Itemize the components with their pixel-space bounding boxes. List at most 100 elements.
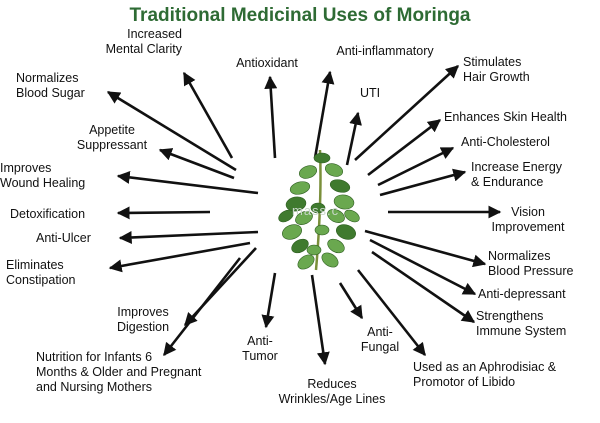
arrow-anti-fungal xyxy=(338,282,364,320)
leaflet xyxy=(327,209,345,223)
leaflet xyxy=(298,165,318,179)
label-line: Increase Energy xyxy=(471,160,563,174)
label-line: Months & Older and Pregnant xyxy=(36,365,202,379)
label-anti-tumor: Anti-Tumor xyxy=(230,334,290,364)
label-line: Immune System xyxy=(476,324,567,338)
moringa-leaf-icon xyxy=(278,149,360,271)
leaflet xyxy=(310,202,326,214)
label-line: Digestion xyxy=(116,320,170,334)
arrow-nutrition xyxy=(162,257,242,357)
arrow-hair-growth xyxy=(354,65,459,161)
arrow-energy xyxy=(379,168,467,197)
arrow-anti-ulcer xyxy=(118,230,259,244)
leaflet xyxy=(314,224,330,236)
label-anti-inflammatory: Anti-inflammatory xyxy=(320,44,450,59)
label-aphrodisiac: Used as an Aphrodisiac &Promotor of Libi… xyxy=(413,360,593,390)
arrow-uti xyxy=(345,111,362,166)
leaflet xyxy=(291,238,309,254)
label-energy: Increase Energy& Endurance xyxy=(471,160,581,190)
label-line: and Nursing Mothers xyxy=(36,380,153,394)
label-line: Anti- xyxy=(367,325,393,339)
label-line: Anti-Ulcer xyxy=(36,231,91,245)
label-line: Used as an Aphrodisiac & xyxy=(413,360,557,374)
label-line: Normalizes xyxy=(16,71,79,85)
label-line: Vision xyxy=(511,205,545,219)
leaflet xyxy=(285,196,307,212)
arrow-anti-inflammatory xyxy=(313,70,335,159)
label-line: Improvement xyxy=(491,220,565,234)
label-line: Tumor xyxy=(242,349,278,363)
label-line: Anti-depressant xyxy=(478,287,566,301)
label-detoxification: Detoxification xyxy=(10,207,110,222)
leaflet xyxy=(297,254,315,270)
arrow-skin-health xyxy=(367,118,442,177)
arrow-mental-clarity xyxy=(182,71,234,159)
label-line: Promotor of Libido xyxy=(413,375,516,389)
label-line: Increased xyxy=(127,27,182,41)
label-line: Improves xyxy=(117,305,169,319)
arrow-antioxidant xyxy=(264,75,278,159)
label-line: UTI xyxy=(360,86,381,100)
leaflet xyxy=(344,209,360,223)
arrow-constipation xyxy=(108,241,251,273)
arrow-detoxification xyxy=(116,206,211,220)
leaflet xyxy=(295,211,313,225)
label-line: Anti-Cholesterol xyxy=(461,135,550,149)
label-anti-fungal: Anti-Fungal xyxy=(345,325,415,355)
leaflet xyxy=(282,224,302,240)
label-skin-health: Enhances Skin Health xyxy=(444,110,594,125)
leaflet xyxy=(313,152,331,164)
label-line: Suppressant xyxy=(76,138,148,152)
label-antioxidant: Antioxidant xyxy=(222,56,312,71)
label-line: Wound Healing xyxy=(0,176,86,190)
diagram-title: Traditional Medicinal Uses of Moringa xyxy=(129,5,471,26)
label-line: Stimulates xyxy=(463,55,522,69)
label-anti-depressant: Anti-depressant xyxy=(478,287,598,302)
arrow-anti-cholesterol xyxy=(377,146,455,187)
label-line: Reduces xyxy=(307,377,357,391)
label-anti-ulcer: Anti-Ulcer xyxy=(36,231,116,246)
label-line: Wrinkles/Age Lines xyxy=(278,392,386,406)
label-line: Improves xyxy=(0,161,52,175)
leaflet xyxy=(306,244,322,256)
leaflet xyxy=(289,181,311,195)
leaflet xyxy=(333,194,355,210)
label-line: Blood Pressure xyxy=(488,264,574,278)
label-line: Mental Clarity xyxy=(105,42,182,56)
label-line: Blood Sugar xyxy=(16,86,85,100)
label-line: Fungal xyxy=(360,340,400,354)
leaflet xyxy=(329,179,351,193)
watermark: mass.c xyxy=(292,203,340,218)
leaflet xyxy=(336,224,356,240)
arrow-anti-depressant xyxy=(369,238,477,296)
label-line: Normalizes xyxy=(488,249,551,263)
label-line: & Endurance xyxy=(471,175,544,189)
leaflet xyxy=(327,238,345,254)
arrows-group xyxy=(106,65,502,366)
arrow-anti-tumor xyxy=(261,272,277,329)
label-line: Constipation xyxy=(6,273,76,287)
arrow-appetite xyxy=(158,148,235,180)
label-line: Detoxification xyxy=(10,207,86,221)
label-line: Eliminates xyxy=(6,258,64,272)
leaflet xyxy=(278,209,294,223)
label-line: Appetite xyxy=(89,123,135,137)
label-line: Enhances Skin Health xyxy=(444,110,567,124)
label-line: Strengthens xyxy=(476,309,544,323)
arrow-immune-system xyxy=(371,250,476,324)
arrow-blood-pressure xyxy=(364,229,487,268)
label-line: Antioxidant xyxy=(236,56,298,70)
label-line: Anti-inflammatory xyxy=(336,44,434,58)
leaflet xyxy=(321,252,339,268)
